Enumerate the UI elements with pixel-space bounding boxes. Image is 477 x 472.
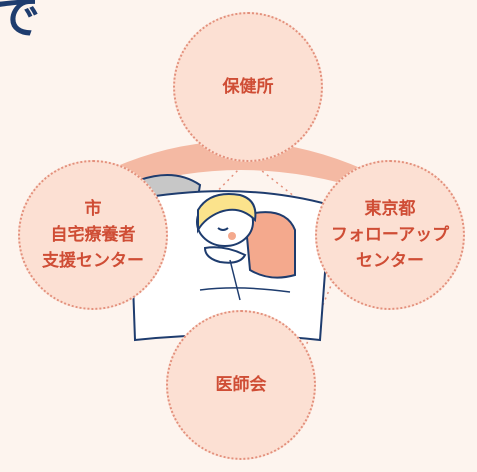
node-label: 支援センター	[42, 251, 144, 271]
sheet-fold	[199, 287, 291, 293]
patient-hand	[203, 246, 247, 264]
patient-body	[243, 211, 296, 279]
node-label: 医師会	[215, 375, 267, 395]
patient-cheek	[228, 232, 236, 240]
node-city-home-care-support-center: 市 自宅療養者 支援センター	[18, 160, 168, 310]
patient-hair	[197, 193, 257, 234]
node-tokyo-follow-up-center: 東京都 フォローアップ センター	[315, 160, 465, 310]
node-medical-association: 医師会	[166, 310, 316, 460]
node-label: 東京都	[364, 199, 416, 219]
node-label: フォローアップ	[330, 225, 450, 245]
node-label: センター	[356, 251, 424, 271]
sheet-fold-2	[229, 259, 241, 301]
node-label: 市	[84, 199, 102, 219]
node-label: 保健所	[222, 77, 274, 97]
node-label: 自宅療養者	[50, 225, 136, 245]
blanket-top	[120, 141, 365, 190]
node-public-health-center: 保健所	[173, 12, 323, 162]
patient-eye	[217, 227, 229, 231]
heading-fragment: で	[0, 0, 40, 44]
